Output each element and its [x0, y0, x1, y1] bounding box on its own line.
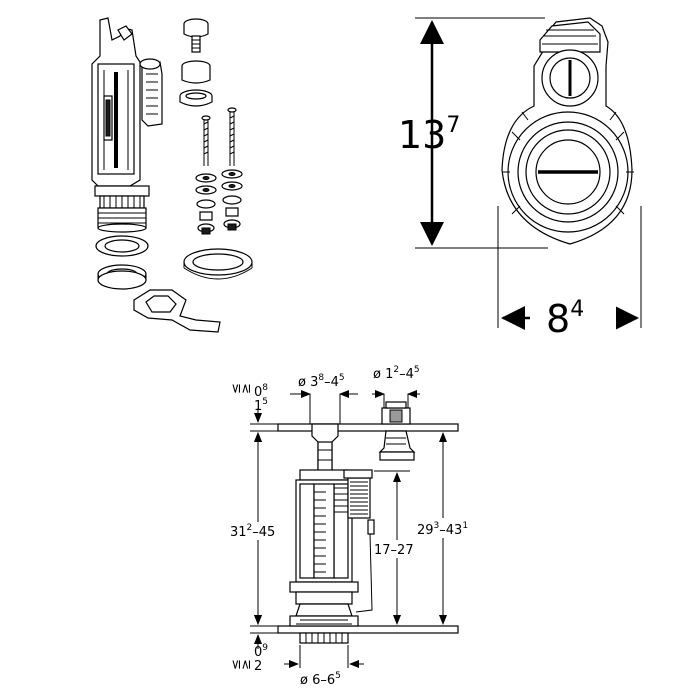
svg-text:2: 2: [254, 659, 262, 674]
install-height-label: 293–431: [417, 521, 468, 538]
width-label: 84: [546, 297, 584, 341]
svg-text:≤: ≤: [229, 383, 244, 394]
height-label: 137: [398, 113, 460, 157]
svg-text:≥: ≥: [239, 383, 254, 394]
svg-text:≥: ≥: [239, 659, 254, 670]
outlet-diameter-label: ø 6–65: [300, 671, 341, 688]
svg-text:15: 15: [254, 397, 268, 414]
exploded-parts-view: [91, 17, 253, 333]
top-gap-label: ≤ ≥ 08 15: [229, 383, 268, 414]
push-button-part: [183, 18, 209, 53]
mounting-wrench: [133, 289, 221, 333]
nuts-and-washers: [195, 169, 243, 235]
adapter-sleeves: [179, 60, 213, 107]
stroke-label: 17–27: [374, 543, 414, 558]
svg-text:≤: ≤: [229, 659, 244, 670]
button-diameter-label: ø 12–45: [373, 365, 420, 382]
top-view: 137 84: [398, 17, 642, 341]
flush-valve-section: [289, 423, 375, 644]
rod-diameter-label: ø 38–45: [298, 373, 345, 390]
overall-height-label: 312–45: [230, 523, 275, 540]
installation-section-view: ≤ ≥ 08 15 ø 38–45 ø 12–45 312–45 17–27 2…: [228, 365, 472, 688]
flush-valve-body: [91, 17, 163, 233]
actuator-button: [378, 401, 416, 461]
mounting-screws: [201, 107, 237, 166]
svg-text:09: 09: [254, 643, 268, 660]
svg-text:08: 08: [254, 383, 268, 400]
bottom-gap-label: ≤ ≥ 09 2: [229, 643, 268, 674]
